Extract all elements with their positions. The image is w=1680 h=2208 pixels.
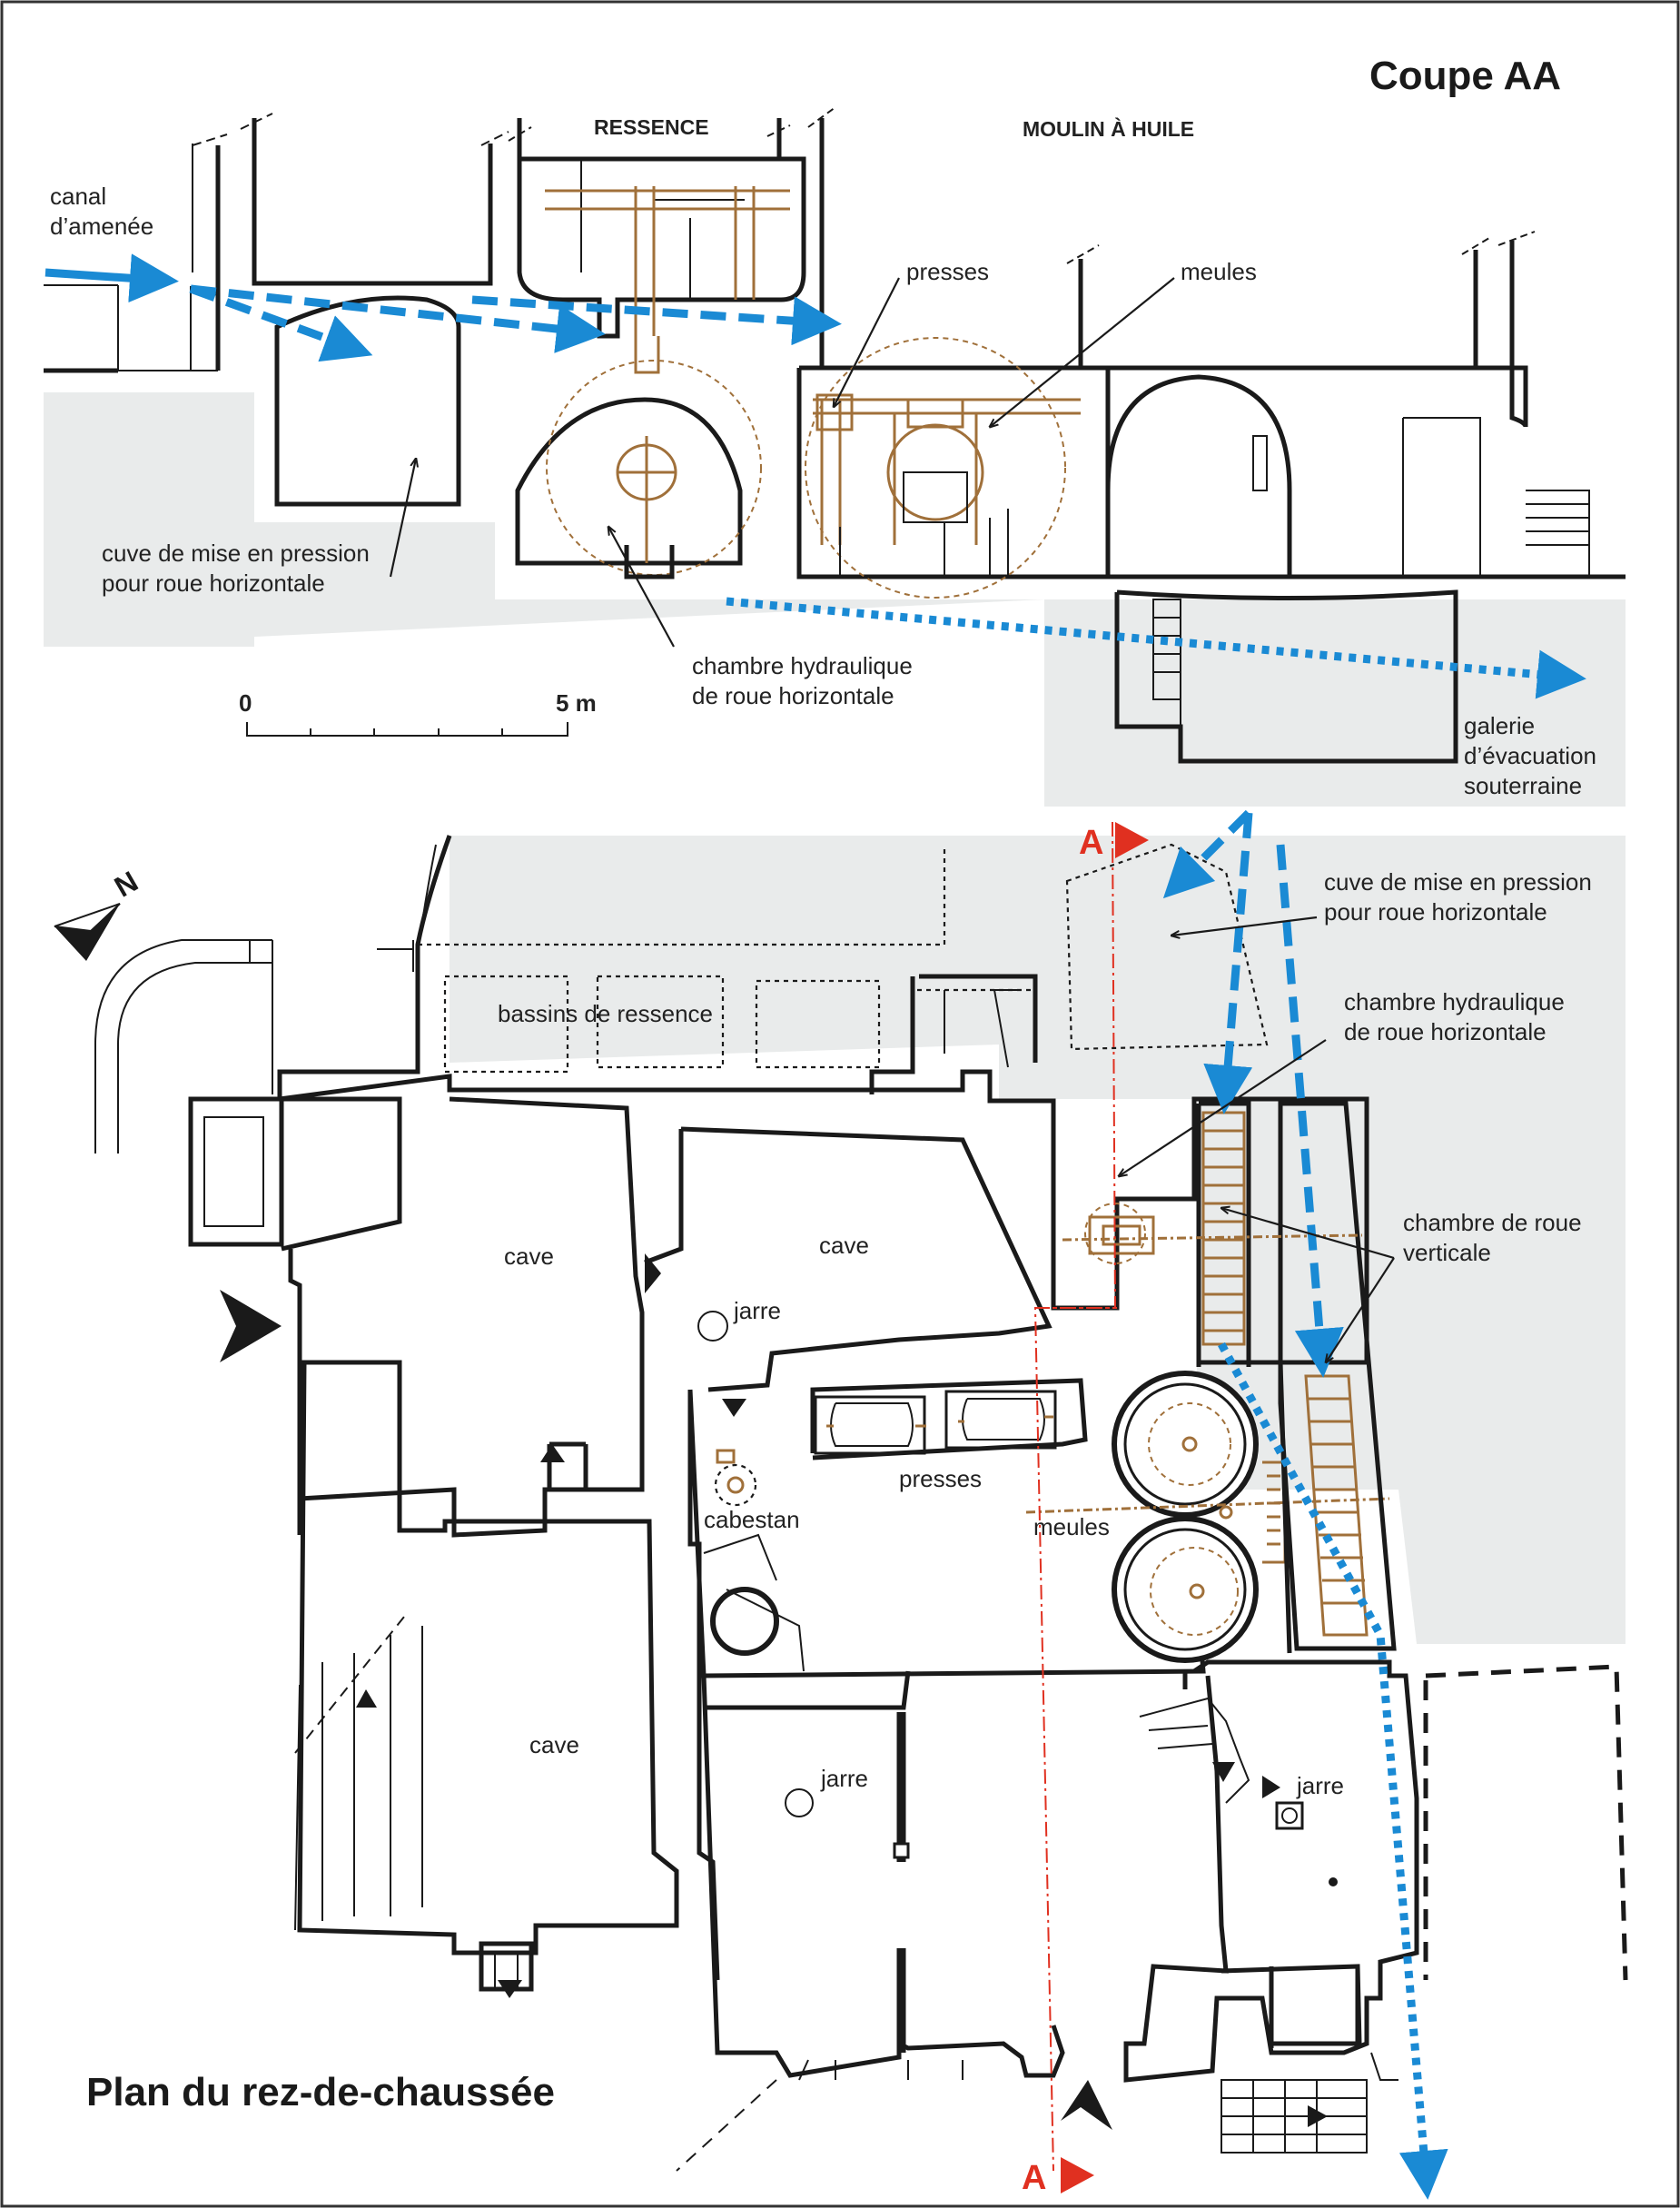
label-moulin: MOULIN À HUILE (1023, 116, 1194, 141)
label-cave-2: cave (819, 1232, 869, 1259)
plan-title: Plan du rez-de-chaussée (86, 2070, 555, 2114)
cave-2-room (680, 1126, 1052, 1392)
section-flow-galerie (726, 597, 1586, 699)
section-galerie (1114, 589, 1458, 764)
cave-1-room (288, 1096, 645, 1538)
jarre-symbol-1 (697, 1311, 728, 1342)
scale-end: 5 m (556, 689, 597, 717)
cabestan-symbol (714, 1463, 757, 1507)
section-marker-bottom: A (1022, 2159, 1046, 2197)
scale-start: 0 (239, 689, 252, 717)
channel-right (1278, 1101, 1397, 1651)
ground-floor-plan: N (54, 809, 1628, 2200)
cave-3-room (297, 1360, 679, 1956)
section-flow-tank (189, 284, 373, 362)
label-jarre-2: jarre (820, 1765, 868, 1792)
north-label: N (109, 865, 143, 904)
label-jarre-3: jarre (1296, 1772, 1344, 1799)
millstone-2 (1112, 1516, 1259, 1663)
label-jarre-1: jarre (733, 1297, 781, 1324)
millstone-1 (1112, 1371, 1259, 1518)
section-axis (1033, 821, 1117, 2172)
well (710, 1587, 779, 1656)
scale-bar (246, 722, 568, 737)
section-ground (44, 392, 1626, 807)
lower-hall (701, 1675, 1065, 2078)
bassin-3 (755, 979, 881, 1069)
section-marker-bottom-arrow (1061, 2157, 1094, 2193)
plan-flow-2 (1203, 812, 1253, 1114)
label-section-presses: presses (906, 258, 989, 285)
se-rooms (1123, 1659, 1419, 2083)
section-flow-ressence (471, 295, 842, 346)
label-cave-1: cave (504, 1243, 554, 1270)
label-ressence: RESSENCE (594, 115, 709, 139)
label-section-meules: meules (1181, 258, 1257, 285)
section-marker-top: A (1079, 824, 1103, 862)
label-cave-3: cave (529, 1731, 579, 1758)
plan-cuve-outline (1065, 843, 1269, 1051)
jarre-symbol-2 (785, 1788, 814, 1817)
section-flow-canal (44, 253, 179, 303)
wheel-2 (1304, 1374, 1369, 1637)
section-flow-main (190, 284, 606, 353)
wheel-1 (1201, 1111, 1246, 1346)
plan-flow-3 (1276, 844, 1344, 1378)
label-plan-meules: meules (1033, 1513, 1110, 1540)
section-title: Coupe AA (1369, 54, 1561, 98)
label-bassins: bassins de ressence (498, 1000, 713, 1027)
label-cabestan: cabestan (704, 1506, 800, 1533)
section-chambre-arch (515, 397, 743, 566)
jarre-symbol-3 (1275, 1801, 1304, 1830)
label-plan-presses: presses (899, 1465, 982, 1492)
section-marker-top-arrow (1115, 822, 1149, 858)
plan-flow-1 (1162, 809, 1252, 899)
north-arrow: N (54, 865, 143, 961)
